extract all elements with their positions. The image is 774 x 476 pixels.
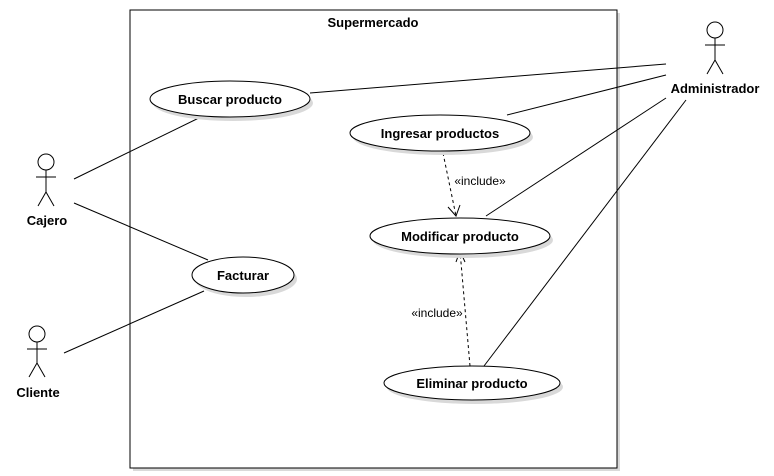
actor-label: Cajero: [27, 213, 68, 228]
use-case-modificar-producto[interactable]: Modificar producto: [369, 217, 553, 258]
actor-label: Administrador: [671, 81, 760, 96]
assoc-cajero-buscar: [73, 113, 208, 180]
assoc-cajero-facturar: [73, 202, 209, 261]
use-case-ingresar-productos[interactable]: Ingresar productos: [349, 114, 533, 155]
actor-administrador[interactable]: Administrador: [671, 21, 760, 96]
use-case-buscar-producto[interactable]: Buscar producto: [149, 80, 313, 121]
assoc-admin-eliminar: [483, 99, 687, 367]
use-case-ellipse: [383, 365, 561, 401]
use-case-eliminar-producto[interactable]: Eliminar producto: [383, 365, 563, 404]
assoc-admin-ingresar: [506, 74, 667, 116]
actor-cajero[interactable]: Cajero: [27, 153, 68, 228]
actor-label: Cliente: [16, 385, 59, 400]
use-case-label: Facturar: [217, 268, 269, 283]
use-case-label: Eliminar producto: [416, 376, 527, 391]
stick-figure-icon: [705, 21, 725, 75]
use-case-ellipse: [369, 217, 551, 255]
use-case-ellipse: [349, 114, 531, 152]
include-label-ingresar: «include»: [454, 174, 506, 188]
use-case-label: Modificar producto: [401, 229, 519, 244]
assoc-admin-modificar: [485, 97, 667, 217]
use-case-label: Buscar producto: [178, 92, 282, 107]
use-case-facturar[interactable]: Facturar: [191, 256, 297, 297]
include-eliminar-modificar-line: [459, 250, 471, 367]
assoc-admin-buscar: [309, 63, 667, 94]
associations: [63, 63, 687, 367]
use-case-ellipse: [149, 80, 311, 118]
include-label-eliminar: «include»: [411, 306, 463, 320]
stick-figure-icon: [27, 325, 47, 378]
use-case-label: Ingresar productos: [381, 126, 499, 141]
system-title: Supermercado: [327, 15, 418, 30]
use-case-ellipse: [191, 256, 295, 294]
stick-figure-icon: [36, 153, 56, 207]
assoc-cliente-facturar: [63, 290, 205, 354]
include-ingresar-arrowhead: [447, 204, 461, 217]
include-ingresar-modificar-line: [442, 152, 457, 217]
actor-cliente[interactable]: Cliente: [16, 325, 60, 400]
include-relations: «include» «include»: [411, 152, 506, 367]
